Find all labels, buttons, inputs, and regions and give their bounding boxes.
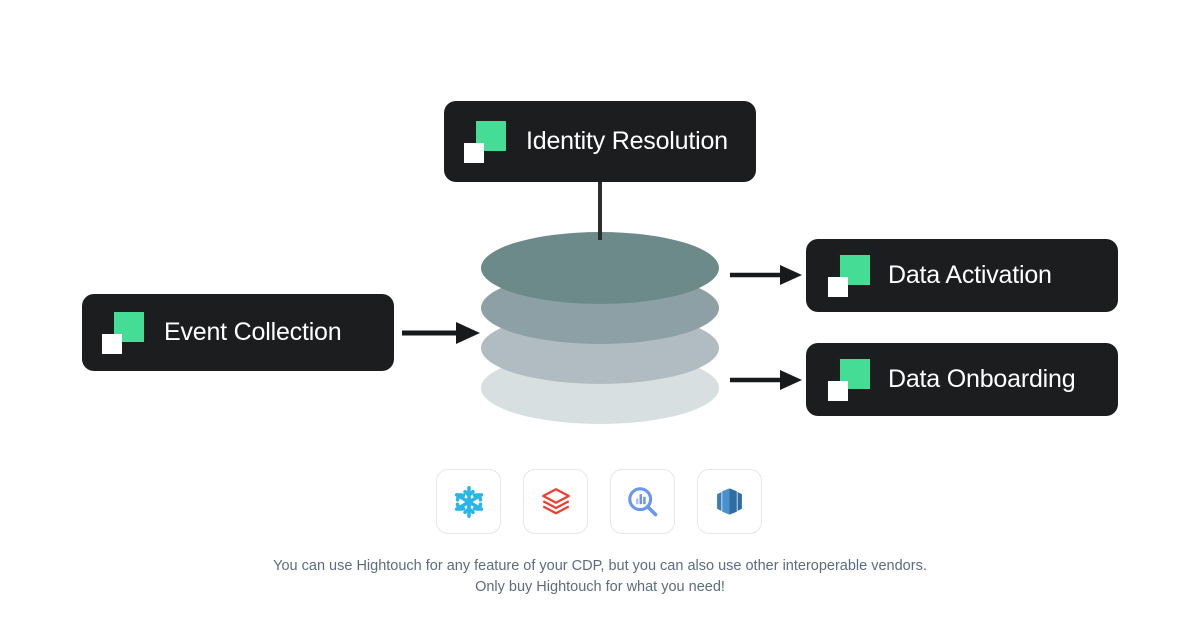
hightouch-logo-icon [464, 120, 506, 163]
identity-to-warehouse-connector [598, 182, 602, 240]
bigquery-icon [628, 487, 658, 517]
warehouse-to-data-onboarding-arrow [730, 370, 802, 390]
node-data-onboarding[interactable]: Data Onboarding [806, 343, 1118, 416]
hightouch-logo-icon [102, 311, 144, 354]
node-label-data-onboarding: Data Onboarding [888, 365, 1076, 393]
caption-line-1: You can use Hightouch for any feature of… [273, 558, 927, 574]
vendor-tile-redshift[interactable] [697, 469, 762, 534]
vendor-tile-snowflake[interactable] [436, 469, 501, 534]
node-label-data-activation: Data Activation [888, 261, 1052, 289]
hightouch-logo-icon [828, 254, 870, 297]
node-event-collection[interactable]: Event Collection [82, 294, 394, 371]
hightouch-logo-icon [828, 358, 870, 401]
logo-white-square [828, 276, 848, 297]
node-label-identity-resolution: Identity Resolution [526, 127, 728, 155]
vendor-tile-databricks[interactable] [523, 469, 588, 534]
caption: You can use Hightouch for any feature of… [0, 556, 1200, 598]
logo-white-square [102, 333, 122, 354]
caption-line-2: Only buy Hightouch for what you need! [475, 579, 725, 595]
redshift-icon [717, 488, 742, 515]
data-warehouse-stack [481, 232, 719, 424]
vendor-logo-row [436, 469, 762, 534]
node-data-activation[interactable]: Data Activation [806, 239, 1118, 312]
databricks-icon [541, 487, 570, 514]
stack-layer-1 [481, 232, 719, 304]
snowflake-icon [454, 485, 483, 518]
node-label-event-collection: Event Collection [164, 318, 342, 346]
logo-white-square [464, 142, 484, 163]
node-identity-resolution[interactable]: Identity Resolution [444, 101, 756, 182]
warehouse-to-data-activation-arrow [730, 265, 802, 285]
event-collection-to-warehouse-arrow [402, 322, 480, 344]
logo-white-square [828, 380, 848, 401]
vendor-tile-bigquery[interactable] [610, 469, 675, 534]
